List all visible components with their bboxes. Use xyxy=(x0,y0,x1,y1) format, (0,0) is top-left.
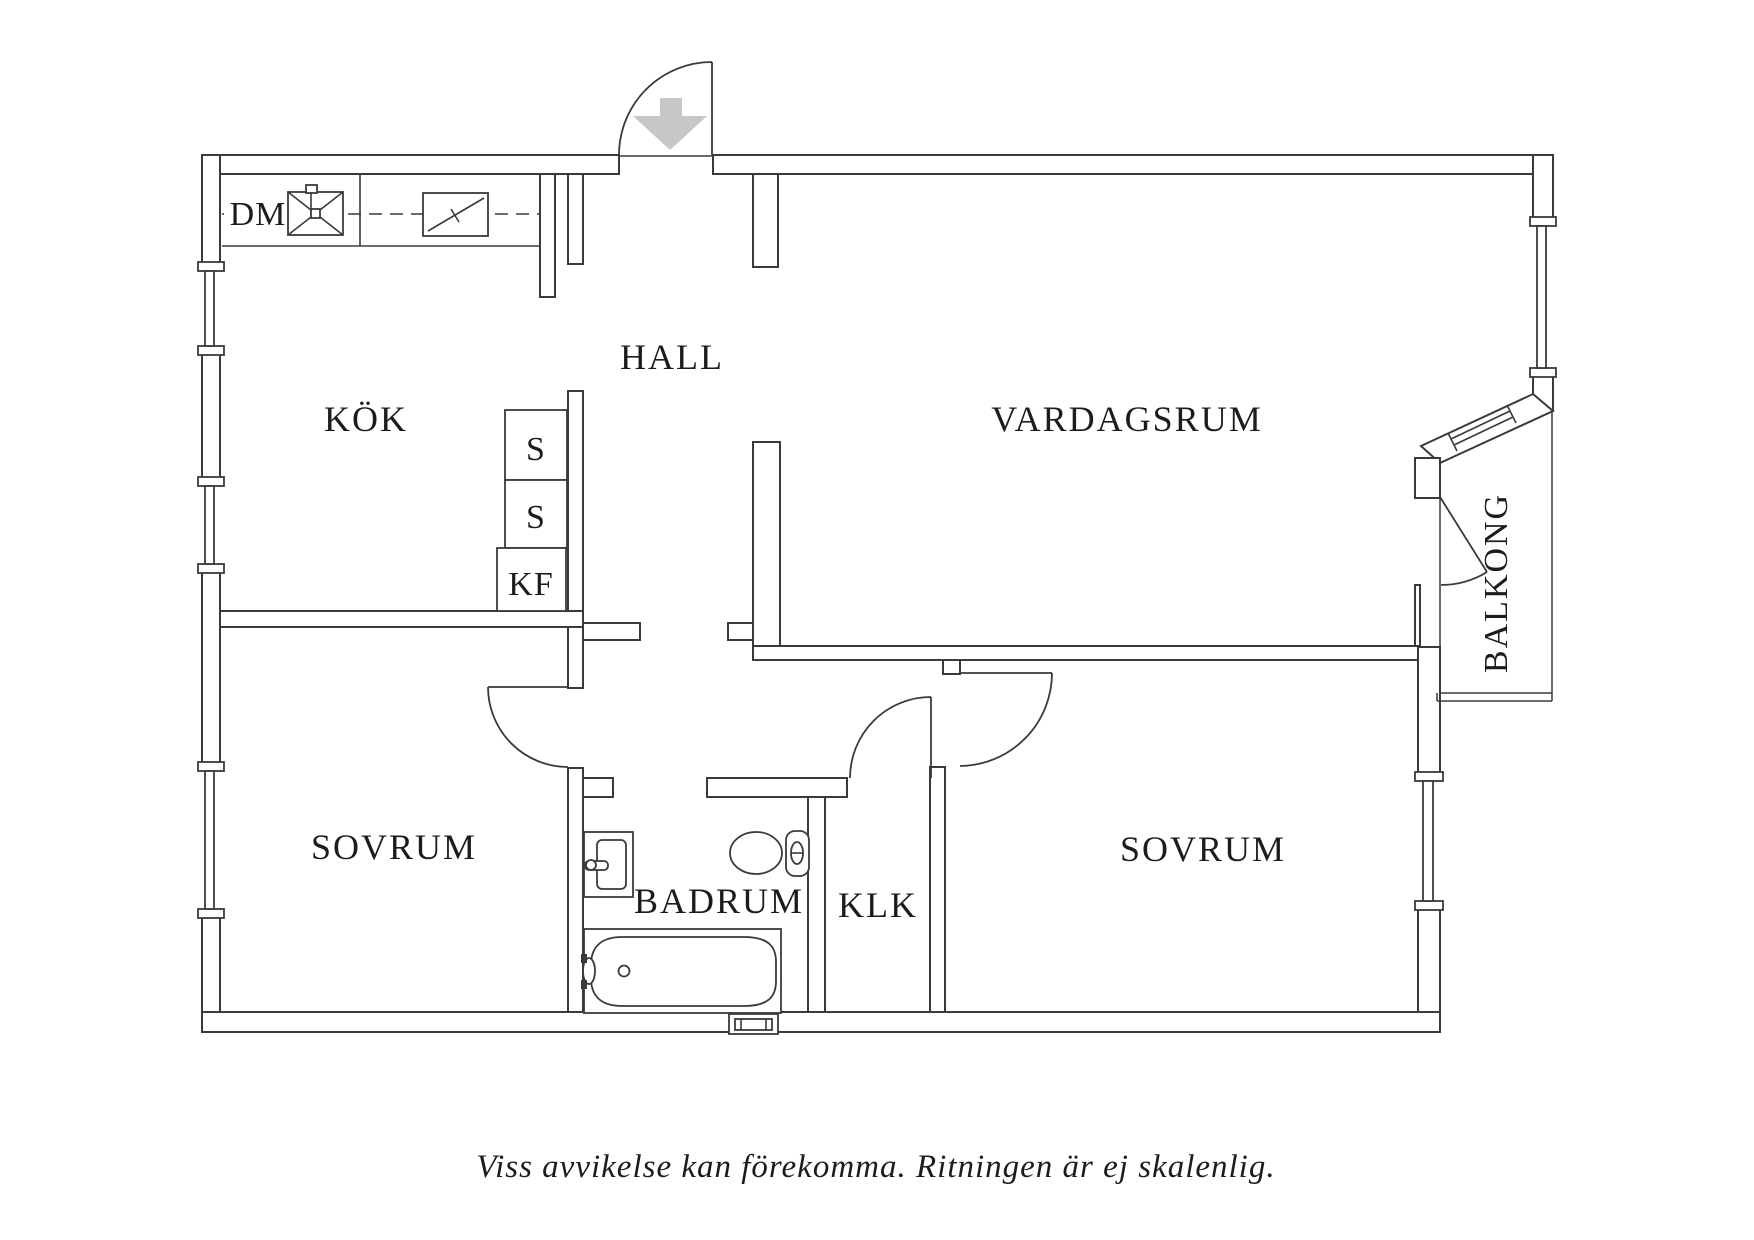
room-label-sovrum-right: SOVRUM xyxy=(1120,829,1286,869)
room-label-balkong: BALKONG xyxy=(1478,493,1515,673)
vent-hatch-icon xyxy=(728,1013,779,1035)
room-label-kok: KÖK xyxy=(324,399,408,439)
window-icon-left-3 xyxy=(197,761,225,919)
balcony-door-swing-icon xyxy=(1439,496,1488,586)
appliance-label-s2: S xyxy=(526,499,546,536)
kitchen-counter xyxy=(222,174,540,247)
bedroom1-door-swing-icon xyxy=(487,686,569,768)
appliance-label-s1: S xyxy=(526,431,546,468)
entrance-arrow-icon xyxy=(633,98,707,150)
toilet-icon xyxy=(729,830,810,877)
bathtub-icon xyxy=(581,928,782,1014)
window-icon-left-2 xyxy=(197,476,225,574)
room-label-badrum: BADRUM xyxy=(634,881,804,921)
room-label-klk: KLK xyxy=(838,885,918,925)
window-icon-diagonal xyxy=(1447,404,1517,452)
disclaimer-text: Viss avvikelse kan förekomma. Ritningen … xyxy=(476,1149,1275,1185)
window-icon-left-1 xyxy=(197,261,225,356)
kitchen-sink-icon xyxy=(287,184,344,236)
window-icon-right-upper xyxy=(1529,216,1557,378)
balcony-outline xyxy=(1436,412,1553,702)
appliance-label-dm: DM xyxy=(230,196,287,233)
washbasin-icon xyxy=(583,831,634,898)
bedroom2-door-swing-icon xyxy=(959,672,1053,767)
appliance-label-kf: KF xyxy=(508,566,553,603)
room-label-vardagsrum: VARDAGSRUM xyxy=(991,399,1262,439)
wardrobe-cabinets xyxy=(496,409,568,612)
room-label-hall: HALL xyxy=(620,337,724,377)
window-icon-bedroom2 xyxy=(1414,771,1444,911)
stove-icon xyxy=(422,192,489,237)
klk-door-swing-icon xyxy=(849,696,932,779)
entrance-door-swing-icon xyxy=(618,61,713,157)
room-label-sovrum-left: SOVRUM xyxy=(311,827,477,867)
